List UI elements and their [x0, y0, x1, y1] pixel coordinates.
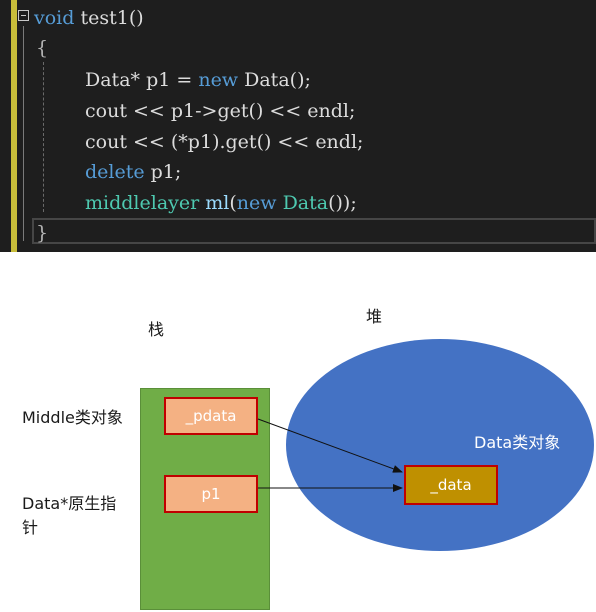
stack-label: 栈	[148, 320, 165, 339]
identifier-endl: endl	[307, 100, 350, 122]
code-text: p1;	[144, 161, 182, 183]
current-line-highlight	[32, 218, 596, 244]
identifier-get: get	[225, 131, 257, 153]
heap-region	[286, 339, 594, 551]
p1-box: p1	[164, 475, 258, 513]
code-editor: void test1() { Data* p1 = new Data(); co…	[0, 0, 596, 252]
code-text: << (*	[126, 131, 188, 153]
code-line-8[interactable]: }	[36, 222, 49, 244]
middle-object-label: Middle类对象	[22, 408, 123, 427]
code-line-2[interactable]: {	[36, 37, 49, 59]
heap-object-label: Data类对象	[474, 433, 561, 452]
code-text: * p1 =	[130, 69, 199, 91]
identifier-ml: ml	[205, 192, 230, 214]
pdata-to-data-arrow	[257, 418, 403, 473]
code-line-5[interactable]: cout << (*p1).get() << endl;	[85, 127, 363, 157]
code-line-4[interactable]: cout << p1->get() << endl;	[85, 96, 355, 126]
data-box: _data	[404, 465, 498, 505]
identifier-endl: endl	[315, 131, 358, 153]
code-line-6[interactable]: delete p1;	[85, 157, 181, 187]
keyword-void: void	[34, 7, 75, 29]
code-text: () <<	[248, 100, 308, 122]
memory-diagram: 栈 堆 Middle类对象 Data*原生指针 Data类对象 _pdata p…	[0, 256, 596, 612]
code-line-7[interactable]: middlelayer ml(new Data());	[85, 188, 357, 218]
function-signature: test1()	[74, 7, 144, 29]
code-text: (	[229, 192, 237, 214]
code-text: ());	[328, 192, 357, 214]
code-text: () <<	[256, 131, 316, 153]
identifier-p1: p1	[170, 100, 196, 122]
keyword-delete: delete	[85, 161, 145, 183]
type-data: Data	[85, 69, 131, 91]
type-data: Data	[244, 69, 290, 91]
collapse-icon[interactable]	[18, 10, 29, 21]
keyword-new: new	[198, 69, 239, 91]
type-middlelayer: middlelayer	[85, 192, 200, 214]
code-text: ;	[349, 100, 356, 122]
type-data: Data	[282, 192, 329, 214]
change-indicator-bar	[11, 0, 17, 252]
heap-label: 堆	[366, 307, 383, 326]
pdata-box: _pdata	[164, 397, 258, 435]
identifier-cout: cout	[85, 131, 127, 153]
indent-guide	[43, 62, 44, 212]
code-text: <<	[126, 100, 171, 122]
code-text: ).	[212, 131, 226, 153]
code-line-3[interactable]: Data* p1 = new Data();	[85, 65, 311, 95]
raw-pointer-label: Data*原生指针	[22, 494, 117, 537]
keyword-new: new	[236, 192, 277, 214]
code-line-1[interactable]: void test1()	[34, 3, 144, 33]
identifier-get: get	[217, 100, 249, 122]
code-text: ;	[357, 131, 364, 153]
identifier-cout: cout	[85, 100, 127, 122]
operator-arrow: ->	[195, 100, 218, 122]
pointer-arrows	[257, 418, 403, 492]
scope-outline	[23, 26, 24, 241]
code-text: ();	[289, 69, 311, 91]
identifier-p1: p1	[187, 131, 213, 153]
